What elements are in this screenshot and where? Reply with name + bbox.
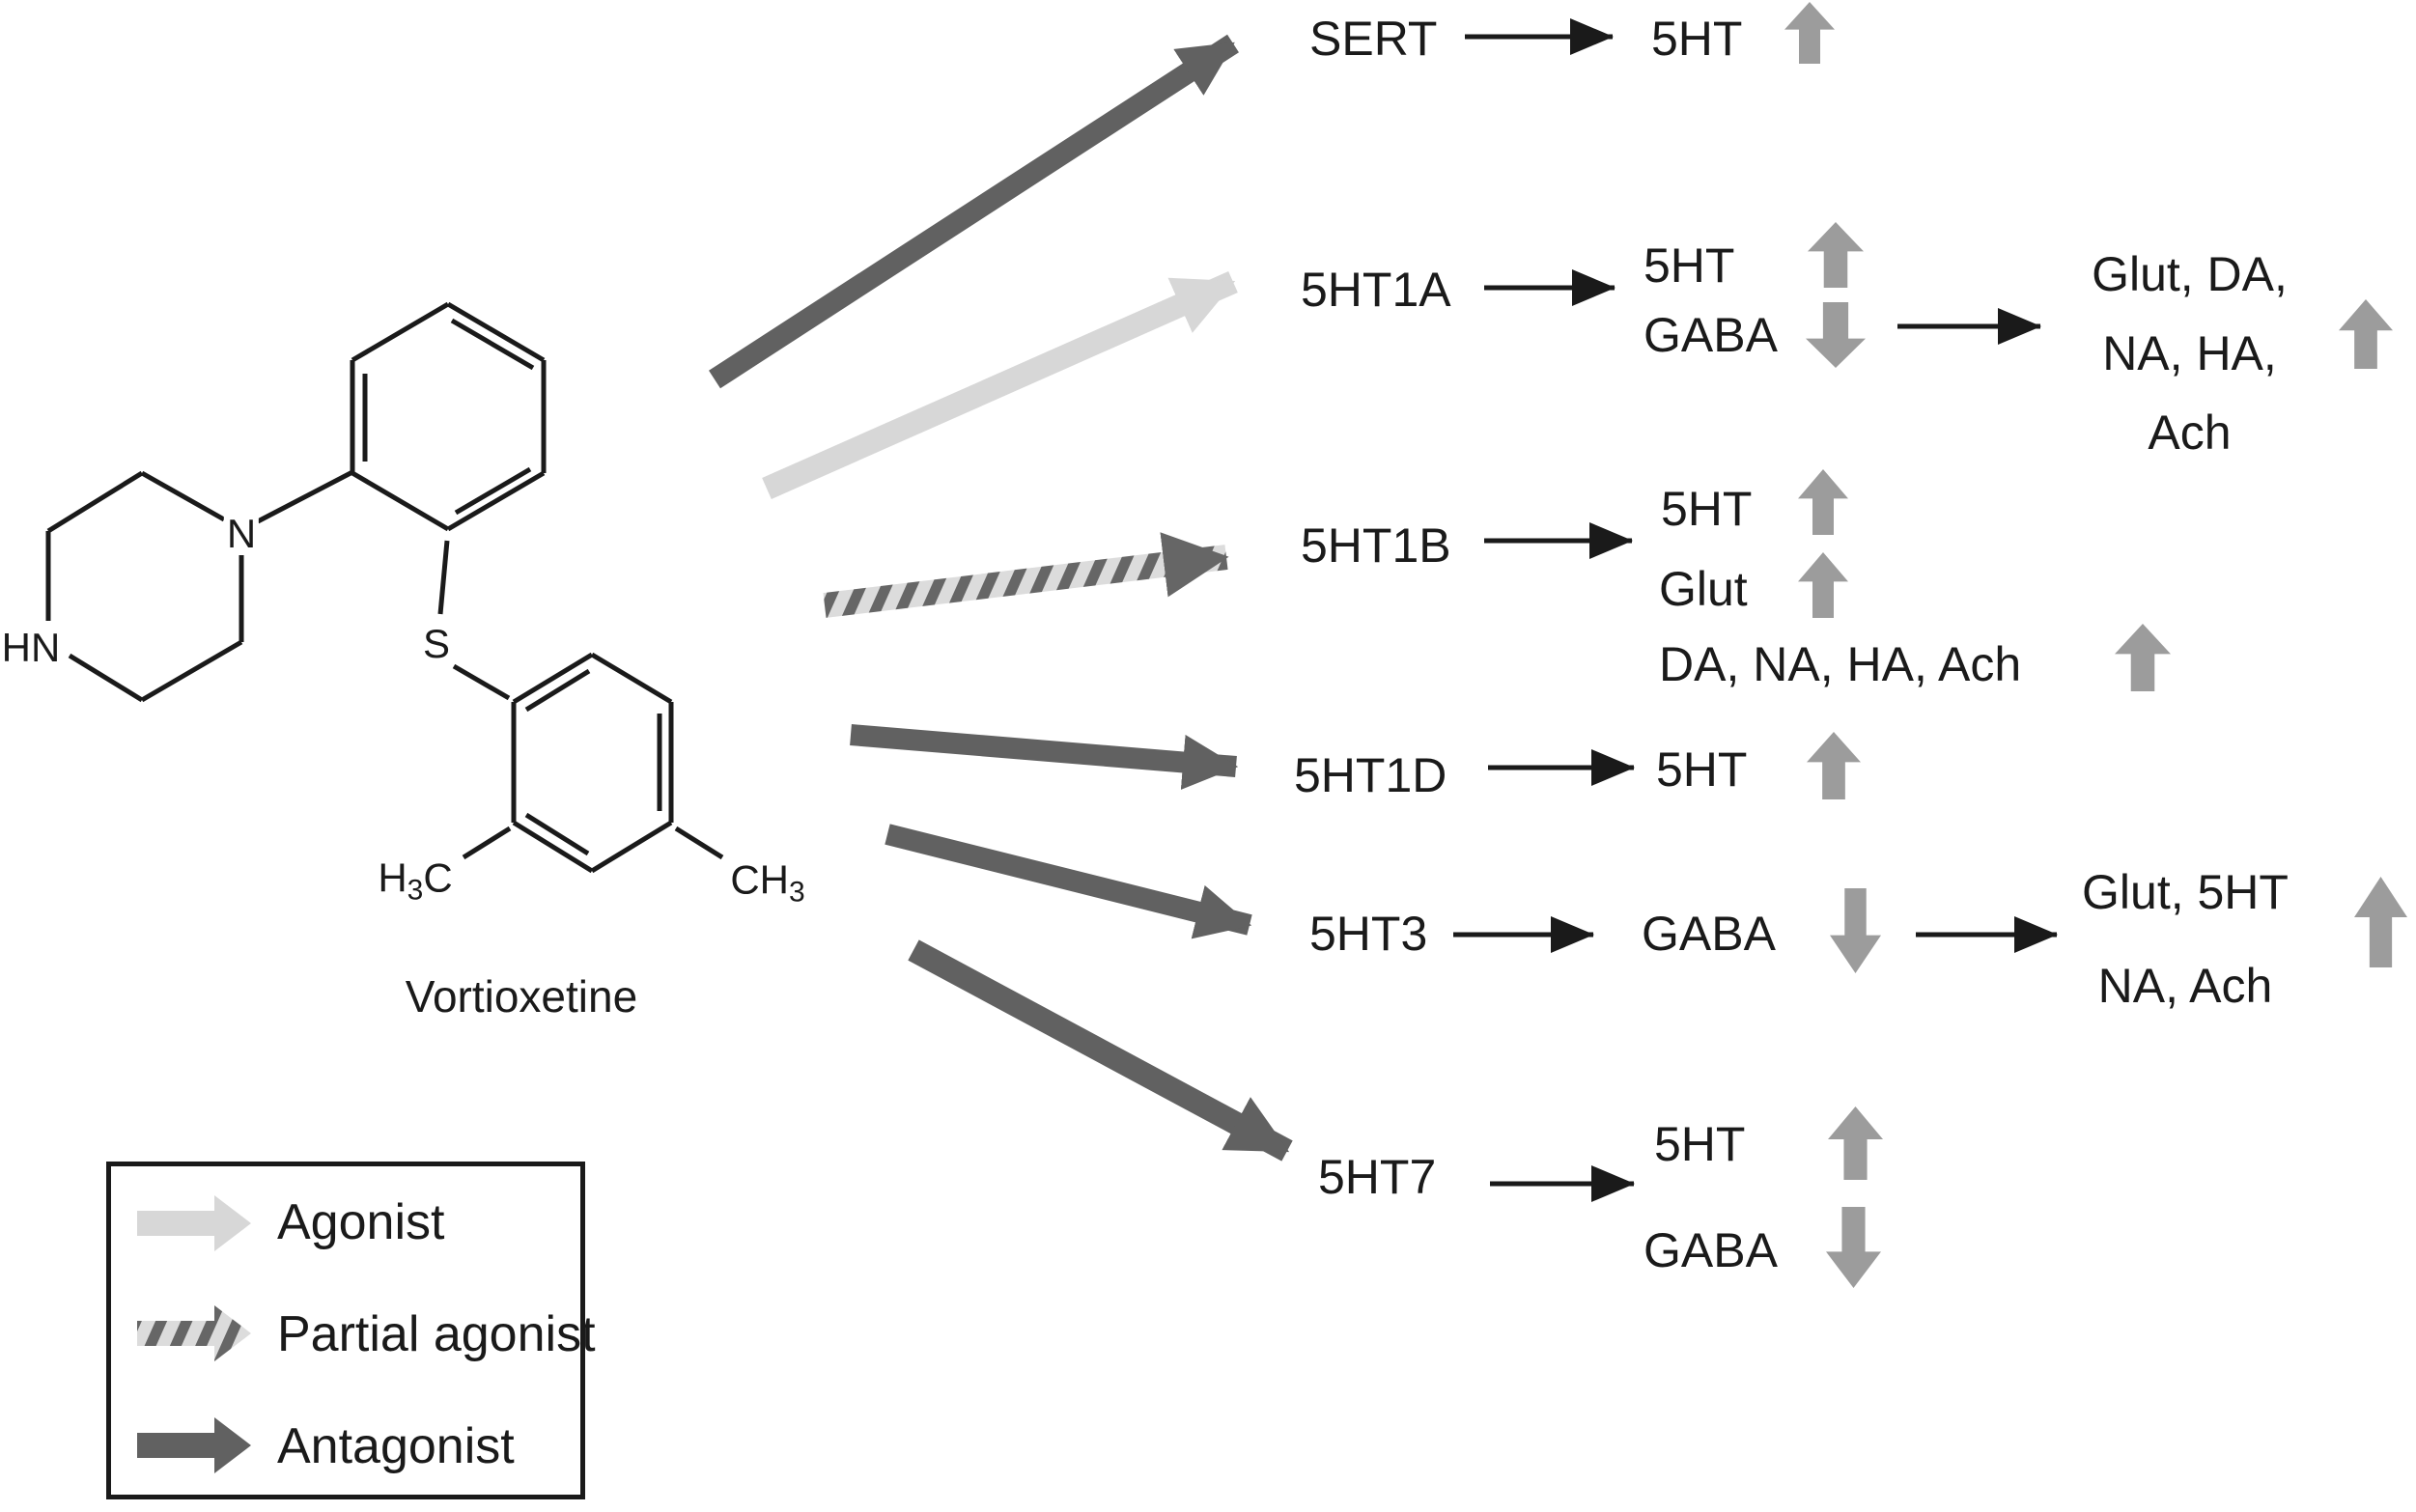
phenyl-ring-2 (511, 652, 674, 874)
phenyl-ring-1 (350, 301, 547, 532)
up-arrow-icon (2115, 624, 2171, 691)
piperazine-ring (45, 470, 244, 703)
atom-label-ch3: CH3 (727, 858, 808, 909)
agonist-arrow-icon (137, 1195, 251, 1251)
arrow-5ht3-antagonist (885, 824, 1252, 939)
receptor-label-5ht3: 5HT3 (1309, 907, 1428, 961)
antagonist-arrow-icon (137, 1417, 251, 1473)
effect-label: DA, NA, HA, Ach (1659, 637, 2022, 691)
bond-s-aryl (452, 663, 511, 701)
effect-label: 5HT (1656, 742, 1748, 797)
receptor-label-5ht1b: 5HT1B (1301, 518, 1451, 573)
legend-label-agonist: Agonist (277, 1194, 445, 1250)
receptor-label-sert: SERT (1309, 12, 1438, 66)
arrow-5ht1b-partial-agonist (823, 557, 1226, 605)
bond-ch3-left (462, 826, 512, 860)
down-arrow-icon (1830, 888, 1881, 973)
effect-arrows (1453, 18, 2058, 1203)
legend-label-antagonist: Antagonist (277, 1418, 515, 1474)
up-arrow-icon (1798, 552, 1848, 618)
up-arrow-icon (2339, 299, 2393, 369)
effect-label: GABA (1643, 1223, 1778, 1277)
downstream-line: Glut, DA, (2092, 247, 2288, 301)
up-arrow-icon (1784, 2, 1835, 64)
receptor-label-5ht7: 5HT7 (1318, 1150, 1437, 1204)
up-arrow-icon (1798, 469, 1848, 535)
legend-label-partial-agonist: Partial agonist (277, 1306, 596, 1362)
molecule-name: Vortioxetine (405, 971, 638, 1022)
receptor-label-5ht1a: 5HT1A (1301, 263, 1451, 317)
partial-agonist-arrow-icon (137, 1305, 251, 1361)
down-arrow-icon (1806, 302, 1866, 368)
downstream-line: NA, Ach (2097, 959, 2273, 1013)
arrow-5ht1a-agonist (762, 271, 1238, 499)
receptor-label-5ht1d: 5HT1D (1294, 748, 1447, 802)
downstream-effects-5ht1a: Glut, DA, NA, HA, Ach (2066, 235, 2313, 472)
effect-label: 5HT (1651, 12, 1743, 66)
atom-label-hn: HN (0, 627, 64, 669)
up-arrow-icon (2354, 877, 2407, 967)
downstream-line: Glut, 5HT (2082, 865, 2289, 919)
up-arrow-icon (1808, 222, 1864, 288)
bond-ch3-right (674, 826, 724, 860)
molecule-structure (45, 301, 724, 874)
effect-label: Glut (1659, 562, 1748, 616)
downstream-effects-5ht3: Glut, 5HT NA, Ach (2074, 846, 2296, 1033)
arrow-sert-antagonist (709, 34, 1239, 389)
downstream-line: Ach (2148, 406, 2232, 460)
bond-n-phenyl (256, 469, 354, 524)
bond-phenyl-s (437, 540, 450, 615)
effect-label: GABA (1643, 308, 1778, 362)
atom-label-h3c: H3C (375, 856, 456, 907)
down-arrow-icon (1826, 1207, 1881, 1288)
up-arrow-icon (1807, 732, 1861, 799)
up-arrow-icon (1828, 1106, 1883, 1180)
arrow-5ht1d-antagonist (850, 724, 1239, 790)
effect-label: 5HT (1654, 1117, 1746, 1171)
atom-label-s: S (419, 623, 454, 665)
atom-label-n: N (223, 513, 260, 555)
receptor-binding-arrows (709, 34, 1293, 1162)
effect-label: 5HT (1643, 238, 1735, 293)
effect-label: 5HT (1661, 482, 1753, 536)
effect-label: GABA (1642, 907, 1776, 961)
arrow-5ht7-antagonist (908, 939, 1293, 1162)
downstream-line: NA, HA, (2102, 326, 2277, 380)
